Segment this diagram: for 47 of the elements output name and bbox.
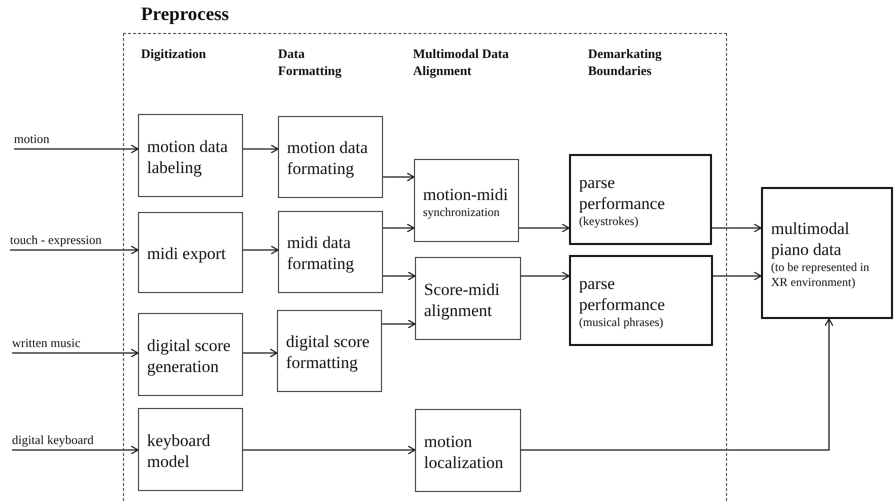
input-label: motion <box>14 131 50 147</box>
process-box <box>569 255 713 346</box>
box-title: motion-midi <box>423 184 509 204</box>
column-heading: Data Formatting <box>278 45 343 79</box>
arrow <box>243 144 279 154</box>
process-box <box>414 159 519 242</box>
arrow <box>243 445 416 455</box>
arrow <box>12 348 139 358</box>
box-title: parse performance <box>579 273 666 315</box>
process-box <box>761 187 893 319</box>
box-title: parse performance <box>579 172 666 214</box>
arrow <box>243 348 278 358</box>
process-box: midi export <box>138 212 243 293</box>
process-box: motion data labeling <box>138 114 243 197</box>
arrow <box>383 271 416 281</box>
input-label: touch - expression <box>10 232 102 248</box>
arrow <box>713 271 762 281</box>
column-heading: Demarkating Boundaries <box>588 45 663 79</box>
box-note: (keystrokes) <box>579 214 640 229</box>
box-note: (musical phrases) <box>579 315 664 330</box>
input-label: written music <box>12 335 80 351</box>
box-title: multimodal piano data <box>771 218 850 260</box>
arrow <box>382 319 416 329</box>
box-note: synchronization <box>423 204 501 220</box>
process-box: motion data formating <box>278 116 383 198</box>
process-box: digital score generation <box>138 313 243 396</box>
arrow <box>10 245 139 255</box>
process-box: motion localization <box>415 409 521 492</box>
process-box: midi data formating <box>278 211 383 293</box>
box-note: (to be represented in XR environment) <box>771 260 870 290</box>
process-box: Score-midi alignment <box>415 257 521 340</box>
column-heading: Digitization <box>141 45 207 62</box>
process-box: keyboard model <box>138 408 243 491</box>
arrow <box>712 223 762 233</box>
arrow <box>243 245 279 255</box>
process-box <box>569 154 712 245</box>
arrow <box>383 223 415 233</box>
arrow <box>383 172 415 182</box>
arrow <box>12 445 139 455</box>
arrow <box>521 271 570 281</box>
process-box: digital score formatting <box>277 310 382 392</box>
arrow <box>519 223 570 233</box>
arrow <box>521 318 834 451</box>
group-heading: Preprocess <box>141 4 229 26</box>
column-heading: Multimodal Data Alignment <box>413 45 510 79</box>
arrow <box>14 144 139 154</box>
input-label: digital keyboard <box>12 432 94 448</box>
